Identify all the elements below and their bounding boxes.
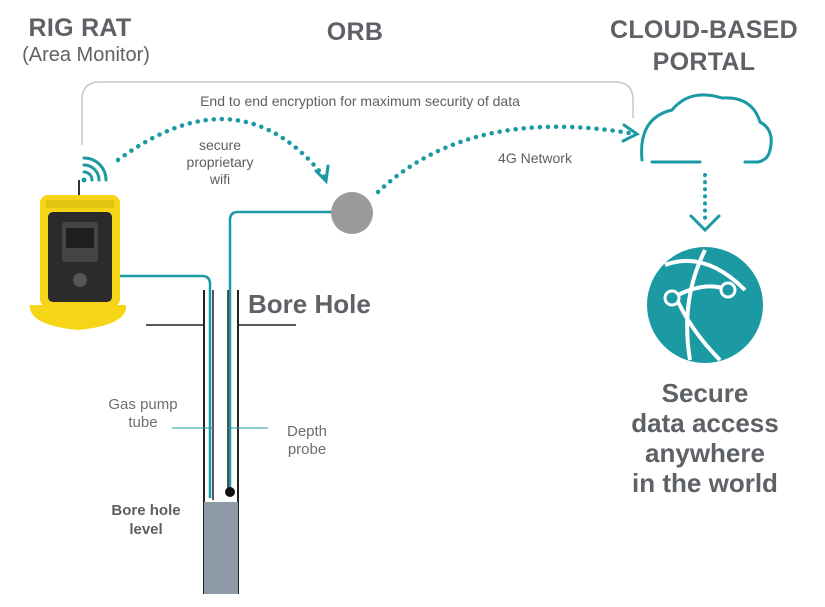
depth-probe-label: Depth probe [270, 423, 344, 459]
bore-level-line2: level [129, 521, 163, 538]
bore-hole-water [204, 502, 238, 594]
gas-pump-line1: Gas pump [108, 396, 178, 413]
gas-pump-line2: tube [128, 414, 158, 431]
encryption-text: End to end encryption for maximum securi… [200, 93, 520, 109]
secure-access-line3: anywhere [645, 438, 765, 468]
secure-access-line1: Secure [661, 378, 749, 408]
portal-title-line1: CLOUD-BASED [609, 16, 799, 44]
network-link-arc [375, 124, 638, 195]
wifi-label-line2: proprietary [186, 154, 254, 170]
orb-icon [331, 192, 373, 234]
gas-pump-tube-line [120, 274, 212, 498]
globe-icon [647, 247, 763, 363]
portal-title-line2: PORTAL [652, 48, 756, 76]
bore-level-label: Bore hole level [98, 501, 194, 539]
wifi-icon [81, 156, 108, 183]
depth-probe-line2: probe [287, 441, 327, 458]
rig-rat-device [29, 180, 127, 330]
bore-hole-title: Bore Hole [248, 289, 371, 319]
depth-probe-tip [225, 487, 235, 497]
rig-rat-subtitle: (Area Monitor) [22, 44, 150, 66]
gas-pump-label: Gas pump tube [95, 396, 191, 432]
portal-title: CLOUD-BASED PORTAL [590, 14, 818, 78]
wifi-label: secure proprietary wifi [160, 137, 280, 188]
rig-rat-title: RIG RAT [28, 14, 132, 42]
wifi-link-arc [115, 116, 328, 181]
secure-access-line4: in the world [632, 468, 778, 498]
wifi-arrow-head [314, 164, 330, 185]
bore-level-line1: Bore hole [111, 502, 181, 519]
cloud-icon [640, 93, 773, 164]
secure-access-text: Secure data access anywhere in the world [600, 378, 810, 498]
secure-access-line2: data access [631, 408, 779, 438]
network-label: 4G Network [498, 150, 572, 166]
depth-probe-cable [228, 210, 335, 492]
wifi-label-line3: wifi [209, 171, 231, 187]
network-arrow-head [621, 123, 640, 143]
wifi-label-line1: secure [198, 137, 242, 153]
encryption-bracket [81, 81, 634, 145]
depth-probe-line1: Depth [286, 423, 328, 440]
orb-title: ORB [326, 18, 384, 46]
